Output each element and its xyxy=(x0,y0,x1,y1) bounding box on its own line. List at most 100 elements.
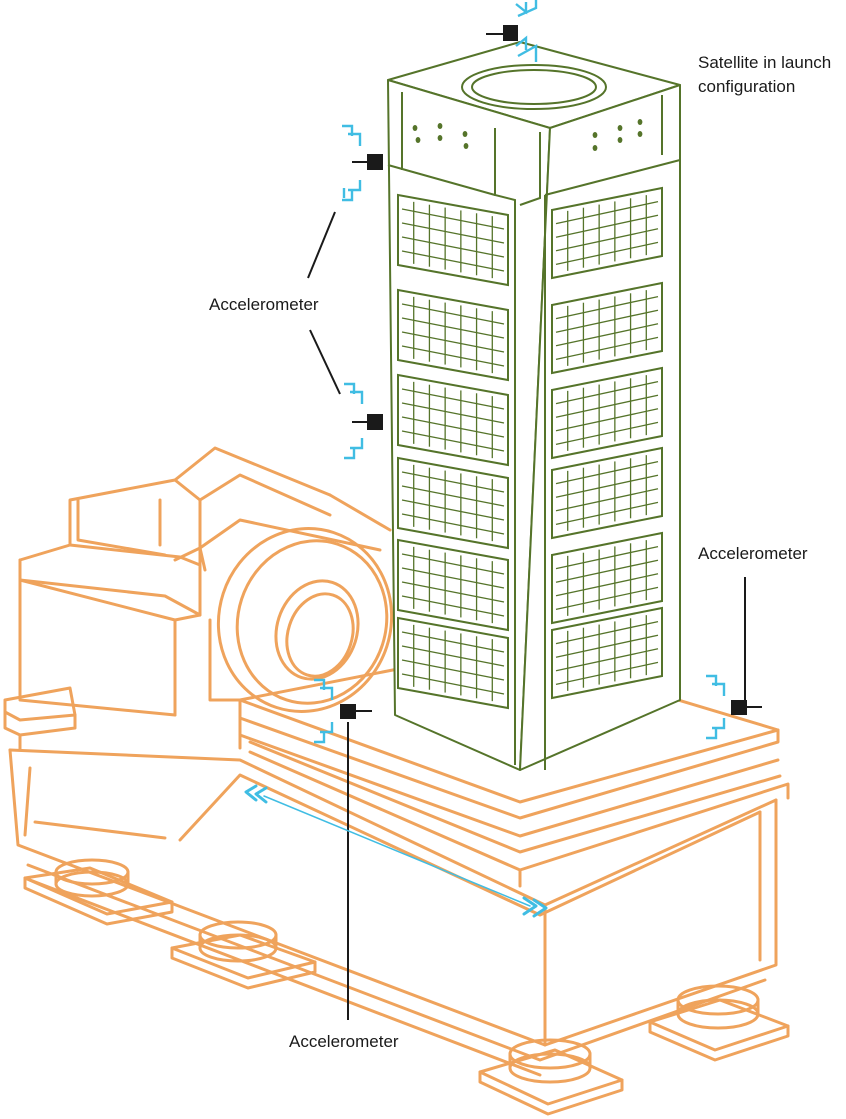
shaker-table xyxy=(3,446,790,1116)
satellite-right-face xyxy=(519,84,681,771)
panel-mesh-line xyxy=(555,394,659,418)
panel-mesh-line xyxy=(555,309,659,333)
vibration-marks-top xyxy=(515,0,538,62)
shaker-table-top xyxy=(238,646,790,888)
panel-mesh-line xyxy=(555,460,659,485)
panel-mesh-line xyxy=(401,499,505,521)
accelerometer-upper-left xyxy=(342,124,383,202)
satellite-bolt xyxy=(637,119,643,125)
panel-mesh-line xyxy=(401,345,505,367)
satellite-left-panel-1 xyxy=(397,193,509,287)
accelerometer-sensor-table-left xyxy=(340,704,356,719)
shaker-foot-front xyxy=(478,1038,624,1116)
label-satellite-line2: configuration xyxy=(698,77,795,96)
shaker-base xyxy=(8,748,778,1077)
panel-mesh-line xyxy=(555,559,659,583)
motion-arrow xyxy=(244,784,548,918)
panel-mesh-line xyxy=(555,573,659,597)
satellite-bolt xyxy=(617,137,623,143)
panel-mesh-line xyxy=(555,634,659,658)
panel-mesh-line xyxy=(555,214,659,238)
panel-mesh-line xyxy=(555,323,659,347)
satellite-bolt xyxy=(462,131,468,137)
accelerometer-sensor-table-right xyxy=(731,700,747,715)
satellite-bolt xyxy=(437,135,443,141)
leader-lines xyxy=(307,211,746,1020)
panel-mesh-line xyxy=(555,336,659,361)
panel-mesh-line xyxy=(401,645,505,667)
panel-mesh-line xyxy=(555,501,659,526)
panel-mesh-line xyxy=(401,553,505,575)
panel-mesh-line xyxy=(401,673,505,695)
panel-mesh-line xyxy=(555,488,659,512)
satellite-top-port xyxy=(461,64,607,110)
panel-mesh-line xyxy=(555,661,659,686)
panel-mesh-line xyxy=(555,295,659,320)
satellite-bolt xyxy=(592,145,598,151)
accelerometer-table-right xyxy=(706,674,762,740)
accelerometer-mid-left xyxy=(344,382,383,460)
label-accelerometer-right: Accelerometer xyxy=(698,544,808,563)
satellite-panels xyxy=(397,119,663,710)
satellite-right-panel-2 xyxy=(551,281,663,375)
shaker-motor xyxy=(3,446,392,752)
satellite-left-panel-6 xyxy=(397,616,509,710)
panel-mesh-line xyxy=(401,317,505,339)
panel-mesh-line xyxy=(401,485,505,507)
satellite-right-panel-1 xyxy=(551,186,663,280)
panel-mesh-line xyxy=(555,241,659,266)
panel-mesh-line xyxy=(401,631,505,653)
satellite-bolt xyxy=(412,125,418,131)
satellite-bolt xyxy=(415,137,421,143)
panel-mesh-line xyxy=(555,380,659,405)
panel-mesh-line xyxy=(401,430,505,452)
satellite-right-panel-4 xyxy=(551,446,663,540)
satellite-bolt xyxy=(592,132,598,138)
panel-mesh-line xyxy=(555,648,659,672)
satellite-bolt xyxy=(437,123,443,129)
vibration-marks-mid-left xyxy=(344,382,364,460)
panel-mesh-line xyxy=(555,200,659,225)
panel-mesh-line xyxy=(401,471,505,493)
satellite-left-panel-4 xyxy=(397,456,509,550)
satellite-left-panel-3 xyxy=(397,373,509,467)
accelerometer-sensor-top xyxy=(503,25,518,41)
panel-mesh-line xyxy=(401,513,505,535)
satellite-bolt xyxy=(637,131,643,137)
panel-mesh-line xyxy=(401,567,505,589)
accelerometer-sensor-mid-left xyxy=(367,414,383,430)
panel-mesh-line xyxy=(401,303,505,325)
panel-mesh-line xyxy=(555,474,659,498)
vibration-marks-table-right xyxy=(706,674,726,740)
label-accelerometer-upper-left: Accelerometer xyxy=(209,295,319,314)
label-satellite-line1: Satellite in launch xyxy=(698,53,831,72)
label-accelerometer-bottom: Accelerometer xyxy=(289,1032,399,1051)
panel-mesh-line xyxy=(401,416,505,438)
panel-mesh-line xyxy=(555,586,659,611)
panel-mesh-line xyxy=(401,581,505,603)
panel-mesh-line xyxy=(401,208,505,230)
panel-mesh-line xyxy=(401,222,505,244)
accelerometer-sensor-upper-left xyxy=(367,154,383,170)
accelerometer-table-left xyxy=(314,678,372,744)
panel-mesh-line xyxy=(401,402,505,424)
panel-mesh-line xyxy=(401,595,505,617)
vibration-marks-table-left xyxy=(314,678,334,744)
satellite xyxy=(387,41,681,771)
satellite-right-panel-3 xyxy=(551,366,663,460)
panel-mesh-line xyxy=(555,545,659,570)
shaker-trunnion xyxy=(216,527,394,713)
vibration-marks-upper-left xyxy=(342,124,362,202)
panel-mesh-line xyxy=(401,331,505,353)
panel-mesh-line xyxy=(401,236,505,258)
panel-mesh-line xyxy=(401,659,505,681)
panel-mesh-line xyxy=(555,421,659,446)
panel-mesh-line xyxy=(555,620,659,645)
panel-mesh-line xyxy=(401,250,505,272)
accelerometer-top xyxy=(486,0,538,62)
satellite-bolt xyxy=(463,143,469,149)
satellite-left-panel-2 xyxy=(397,288,509,382)
satellite-left-panel-5 xyxy=(397,538,509,632)
satellite-bolt xyxy=(617,125,623,131)
